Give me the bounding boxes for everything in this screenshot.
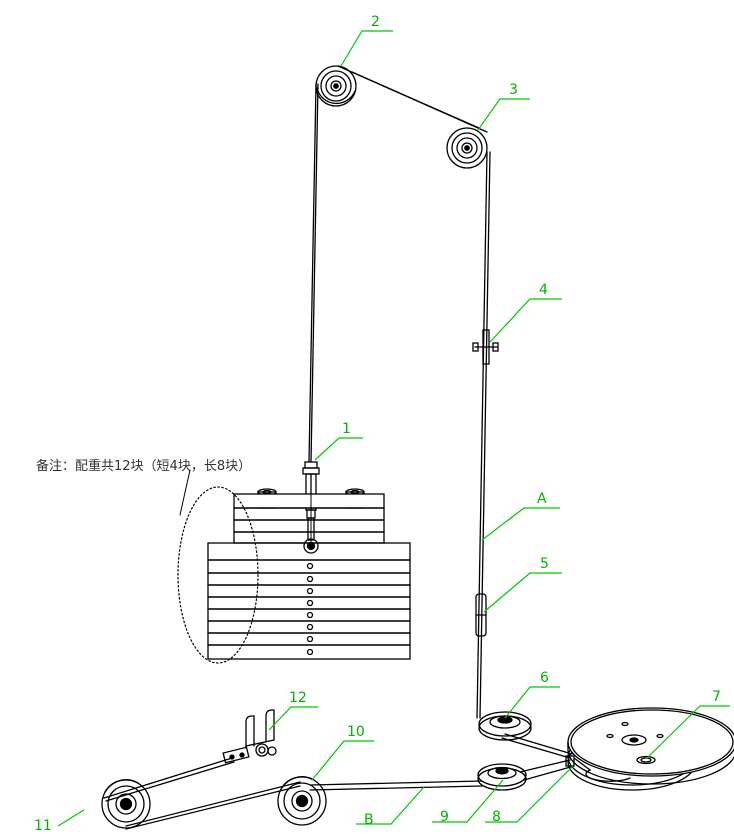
- callout-A: A: [537, 491, 547, 507]
- pulley-11: [101, 779, 151, 829]
- callout-3: 3: [509, 82, 518, 98]
- callout-8: 8: [492, 809, 501, 825]
- callout-leaders: [57, 30, 730, 827]
- pulley-9: [477, 763, 527, 791]
- pulley-10: [277, 776, 327, 826]
- cable-connector-5: [475, 593, 487, 637]
- note-pointer-line: [179, 469, 191, 516]
- handle-12: [222, 709, 277, 764]
- callout-B: B: [364, 812, 374, 828]
- short-plates: [233, 493, 385, 544]
- pulley-8-cable-anchor: [565, 755, 631, 782]
- note-highlight-ellipse: [177, 486, 259, 664]
- callout-2: 2: [371, 14, 380, 30]
- selector-pin-holes: [306, 562, 314, 656]
- callout-10: 10: [347, 724, 365, 740]
- callout-12: 12: [289, 690, 307, 706]
- cable: [103, 65, 575, 830]
- callout-5: 5: [540, 556, 549, 572]
- pulley-6: [478, 711, 532, 741]
- callout-11: 11: [34, 818, 52, 834]
- pulley-2: [315, 65, 357, 107]
- weight-stack: [207, 473, 411, 660]
- cable-connector-4: [472, 329, 499, 365]
- callout-7: 7: [712, 689, 721, 705]
- pulley-3: [446, 127, 488, 169]
- pulley-7-large-wheel: [567, 707, 734, 791]
- callout-1: 1: [342, 421, 351, 437]
- callout-4: 4: [539, 282, 548, 298]
- weight-stack-note: 备注：配重共12块（短4块，长8块）: [36, 459, 252, 474]
- long-plates: [207, 542, 411, 660]
- callout-labels: 2 3 4 1 A 5 6 7 8 9 10 B 11 12: [34, 14, 721, 834]
- callout-9: 9: [440, 809, 449, 825]
- callout-6: 6: [540, 670, 549, 686]
